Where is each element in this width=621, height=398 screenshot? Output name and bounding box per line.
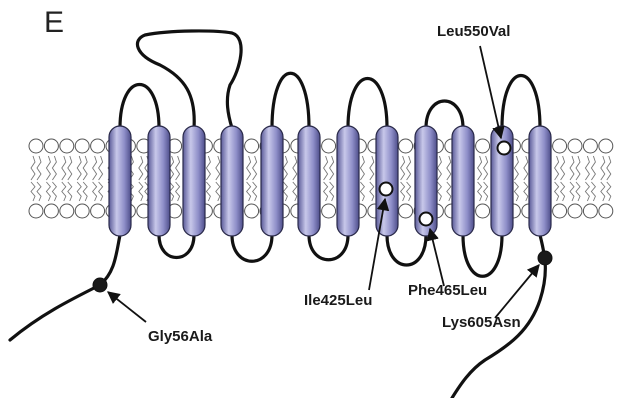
extracellular-loop-3 (272, 73, 309, 128)
transmembrane-helix-6 (298, 126, 320, 236)
extracellular-loop-6 (502, 76, 540, 129)
phe465leu-marker (420, 213, 433, 226)
intracellular-loop-3 (309, 235, 348, 260)
label-gly56ala: Gly56Ala (148, 328, 213, 345)
transmembrane-helix-10 (452, 126, 474, 236)
label-ile425leu: Ile425Leu (304, 292, 372, 309)
lys605asn-arrow (495, 265, 539, 318)
leu550val-arrow (480, 46, 501, 138)
transmembrane-helix-5 (261, 126, 283, 236)
transmembrane-helix-2 (148, 126, 170, 236)
extracellular-loop-4 (348, 79, 387, 129)
label-leu550val: Leu550Val (437, 23, 510, 40)
label-lys605asn: Lys605Asn (442, 314, 521, 331)
transmembrane-helix-4 (221, 126, 243, 236)
intracellular-loop-1 (159, 235, 194, 258)
intracellular-loop-4 (387, 235, 426, 265)
extracellular-loop-5 (426, 101, 463, 128)
lys605asn-marker (538, 251, 552, 265)
transmembrane-helix-1 (109, 126, 131, 236)
transmembrane-helix-12 (529, 126, 551, 236)
gly56ala-arrow (108, 292, 146, 322)
extracellular-loop-large (137, 31, 241, 128)
gly56ala-marker (93, 278, 107, 292)
leu550val-marker (498, 142, 511, 155)
extracellular-loop-1 (120, 85, 159, 129)
transmembrane-helix-3 (183, 126, 205, 236)
panel-letter: E (44, 6, 64, 39)
transmembrane-helix-8 (376, 126, 398, 236)
label-phe465leu: Phe465Leu (408, 282, 487, 299)
intracellular-loop-2 (232, 235, 272, 261)
intracellular-loop-5 (463, 235, 502, 276)
ile425leu-marker (380, 183, 393, 196)
phe465leu-arrow (430, 229, 444, 286)
transmembrane-helix-7 (337, 126, 359, 236)
